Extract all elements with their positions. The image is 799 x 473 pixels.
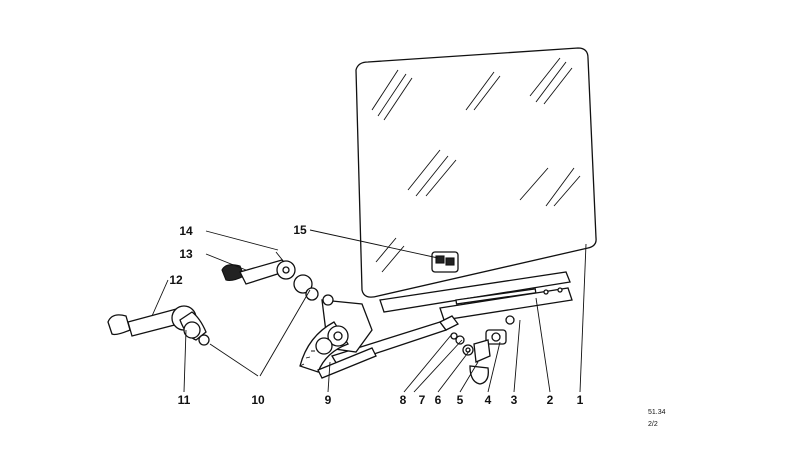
guide-rail <box>379 271 573 321</box>
drawing-code-line1: 51.34 <box>648 409 666 416</box>
drawing-code: 51.34 2/2 <box>648 409 666 428</box>
callout-3: 3 <box>511 393 518 407</box>
fastener-parts <box>450 315 515 385</box>
callout-9: 9 <box>325 393 332 407</box>
callout-1: 1 <box>577 393 584 407</box>
callout-7: 7 <box>419 393 426 407</box>
callout-8: 8 <box>400 393 407 407</box>
callout-6: 6 <box>435 393 442 407</box>
callout-2: 2 <box>547 393 554 407</box>
callout-14: 14 <box>179 224 193 238</box>
callout-13: 13 <box>179 247 193 261</box>
callout-5: 5 <box>457 393 464 407</box>
window-regulator <box>299 299 377 379</box>
leader-lines <box>151 229 587 393</box>
callout-11: 11 <box>178 393 191 407</box>
callout-15: 15 <box>293 223 307 237</box>
callout-10: 10 <box>251 393 265 407</box>
callout-12: 12 <box>169 273 183 287</box>
window-glass <box>355 47 597 298</box>
callout-labels: 1 2 3 4 5 6 7 8 9 10 11 12 13 14 15 <box>169 223 583 407</box>
glass-reflection-hatching <box>371 57 581 273</box>
window-crank-lower <box>107 305 210 346</box>
drawing-code-line2: 2/2 <box>648 421 658 428</box>
window-crank-upper <box>221 251 334 306</box>
slide-clip <box>431 251 459 273</box>
callout-4: 4 <box>485 393 492 407</box>
